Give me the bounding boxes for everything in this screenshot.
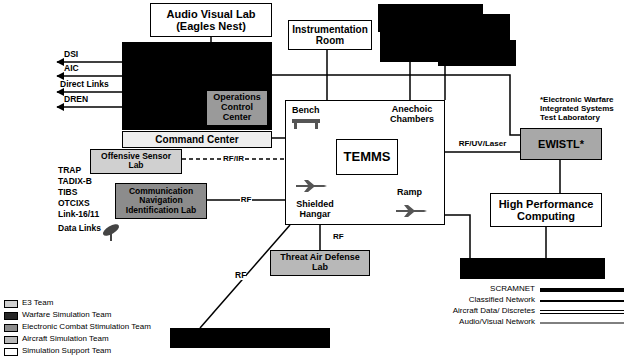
node-label: Offensive Sensor Lab bbox=[94, 152, 178, 171]
lab-box: Offensive Sensor Lab bbox=[90, 149, 182, 174]
legend-swatch bbox=[4, 324, 18, 332]
node-label: EWISTL* bbox=[538, 138, 584, 150]
node-label: Audio Visual Lab (Eagles Nest) bbox=[154, 8, 268, 32]
legend-label: Aircraft Data/ Discretes bbox=[453, 307, 535, 316]
lab-box: Communication Navigation Identification … bbox=[115, 183, 207, 219]
sim-block bbox=[170, 328, 330, 348]
legend-label: Classified Network bbox=[469, 296, 535, 305]
legend-swatch bbox=[4, 348, 18, 356]
legend-line bbox=[540, 288, 624, 292]
legend-line bbox=[540, 323, 624, 324]
annotation-label: TADIX-B bbox=[58, 177, 92, 186]
node-label: Operations Control Center bbox=[207, 91, 267, 125]
legend-swatch bbox=[4, 312, 18, 320]
annotation-label: Data Links bbox=[58, 224, 101, 233]
annotation-label: Direct Links bbox=[60, 80, 109, 89]
legend-line bbox=[540, 313, 624, 314]
bench-leg bbox=[294, 123, 297, 129]
equipment-racks bbox=[378, 4, 516, 66]
bench-leg bbox=[315, 123, 318, 129]
legend-swatch bbox=[4, 336, 18, 344]
legend-line bbox=[540, 300, 624, 302]
network-line bbox=[409, 62, 411, 100]
node-label: Bench bbox=[292, 106, 320, 116]
external-link-arrows bbox=[57, 62, 122, 107]
legend-label: Simulation Support Team bbox=[22, 347, 111, 356]
legend-label: Aircraft Simulation Team bbox=[22, 335, 109, 344]
bench-icon bbox=[292, 119, 320, 129]
legend-swatch bbox=[4, 300, 18, 308]
annotation-label: DREN bbox=[64, 95, 88, 104]
connector-line bbox=[559, 160, 561, 193]
satellite-dish bbox=[101, 222, 121, 241]
rf-line bbox=[200, 225, 290, 328]
room-box: Instrumentation Room bbox=[288, 20, 372, 50]
node-label: Threat Air Defense Lab bbox=[274, 253, 366, 273]
connector-line bbox=[272, 137, 285, 139]
aircraft-icon bbox=[396, 205, 427, 217]
link-arrow bbox=[57, 91, 122, 92]
edge-label: RF bbox=[240, 196, 253, 205]
annotation-label: TIBS bbox=[58, 188, 77, 197]
facility-core-box: TEMMS bbox=[336, 139, 398, 175]
lab-box: Threat Air Defense Lab bbox=[270, 250, 370, 276]
link-arrow bbox=[57, 75, 122, 76]
legend-label: Warfare Simulation Team bbox=[22, 311, 111, 320]
network-legend-samples bbox=[540, 290, 624, 323]
network-line bbox=[545, 227, 547, 258]
node-label: Command Center bbox=[155, 134, 238, 145]
node-label: Instrumentation Room bbox=[292, 24, 368, 46]
node-label: Anechoic Chambers bbox=[385, 105, 439, 125]
annotation-label: AIC bbox=[64, 64, 79, 73]
node-label: Communication Navigation Identification … bbox=[119, 187, 203, 215]
node-label: Ramp bbox=[397, 188, 422, 198]
edge-label: RF/UV/Laser bbox=[458, 140, 508, 149]
legend-label: Electronic Combat Stimulation Team bbox=[22, 323, 151, 332]
dish-stand bbox=[110, 230, 112, 241]
control-center-box: Operations Control Center bbox=[122, 42, 272, 130]
annotation-label: *Electronic Warfare Integrated Systems T… bbox=[540, 96, 626, 122]
command-box: Command Center bbox=[122, 131, 272, 148]
edge-label: RF/IR bbox=[222, 155, 245, 164]
edge-label: RF bbox=[332, 233, 345, 242]
computing-box: High Performance Computing bbox=[490, 193, 602, 227]
node-label: TEMMS bbox=[344, 150, 391, 164]
annotation-label: OTCIXS bbox=[58, 199, 90, 208]
annotation-label: RF bbox=[235, 271, 246, 280]
lab-box: EWISTL* bbox=[520, 128, 602, 160]
aircraft-icon bbox=[296, 180, 327, 192]
bench-top bbox=[292, 119, 320, 123]
connector-line bbox=[272, 75, 520, 135]
link-arrow bbox=[57, 61, 122, 62]
connector-line bbox=[445, 151, 520, 153]
network-line bbox=[445, 215, 470, 258]
annotation-label: DSI bbox=[64, 50, 78, 59]
lab-box: Audio Visual Lab (Eagles Nest) bbox=[150, 3, 272, 37]
annotation-label: Link-16/11 bbox=[58, 210, 99, 219]
legend-label: SCRAMNET bbox=[490, 285, 535, 294]
legend-label: E3 Team bbox=[22, 299, 53, 308]
rack-block bbox=[438, 40, 516, 66]
legend-label: Audio/Visual Network bbox=[459, 318, 535, 327]
node-label: High Performance Computing bbox=[494, 198, 598, 222]
node-label: Shielded Hangar bbox=[291, 200, 339, 220]
sim-block bbox=[460, 258, 605, 279]
link-arrow bbox=[57, 106, 122, 107]
connector-line bbox=[319, 225, 321, 250]
annotation-label: TRAP bbox=[58, 166, 81, 175]
network-line bbox=[444, 66, 446, 100]
test-facility-box: TEMMS Bench Anechoic ChambersShielded Hang… bbox=[285, 100, 445, 225]
legend-line bbox=[540, 310, 624, 311]
